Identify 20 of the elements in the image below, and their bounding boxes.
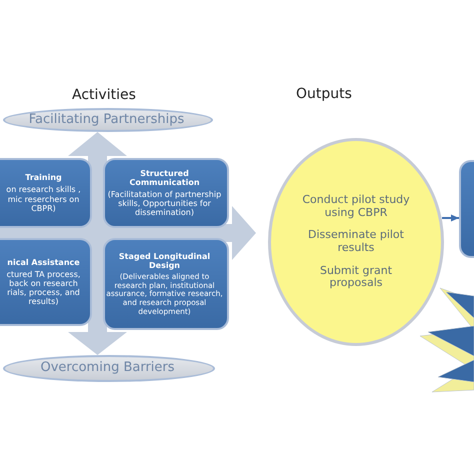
box-description: (Facilitatation of partnership skills, Opportunities for dissemination) <box>106 190 222 218</box>
box-heading: Training <box>25 173 62 182</box>
node-text: Conduct pilot study using CBPR <box>301 194 411 220</box>
column-heading: Activities <box>72 87 136 103</box>
node-text: Disseminate pilot results <box>307 229 405 255</box>
node-text: Submit grant proposals <box>318 264 394 290</box>
box-heading: nical Assistance <box>7 258 80 267</box>
process-box <box>103 238 229 330</box>
box-description: ctured TA process, back on research rials, process, and results) <box>6 270 82 306</box>
process-box <box>103 158 229 228</box>
box-heading: Structured Communication <box>128 168 201 187</box>
column-heading: Outputs <box>296 86 352 102</box>
box-heading: Staged Longitudinal Design <box>118 252 212 270</box>
process-box <box>0 238 92 326</box>
process-box <box>0 158 92 228</box>
node-text: Overcoming Barriers <box>40 361 175 376</box>
box-description: on research skills , mic reserchers on CBPR) <box>5 185 82 213</box>
process-box <box>459 160 474 258</box>
node-text: Facilitating Partnerships <box>28 112 184 128</box>
arrow <box>442 214 459 222</box>
